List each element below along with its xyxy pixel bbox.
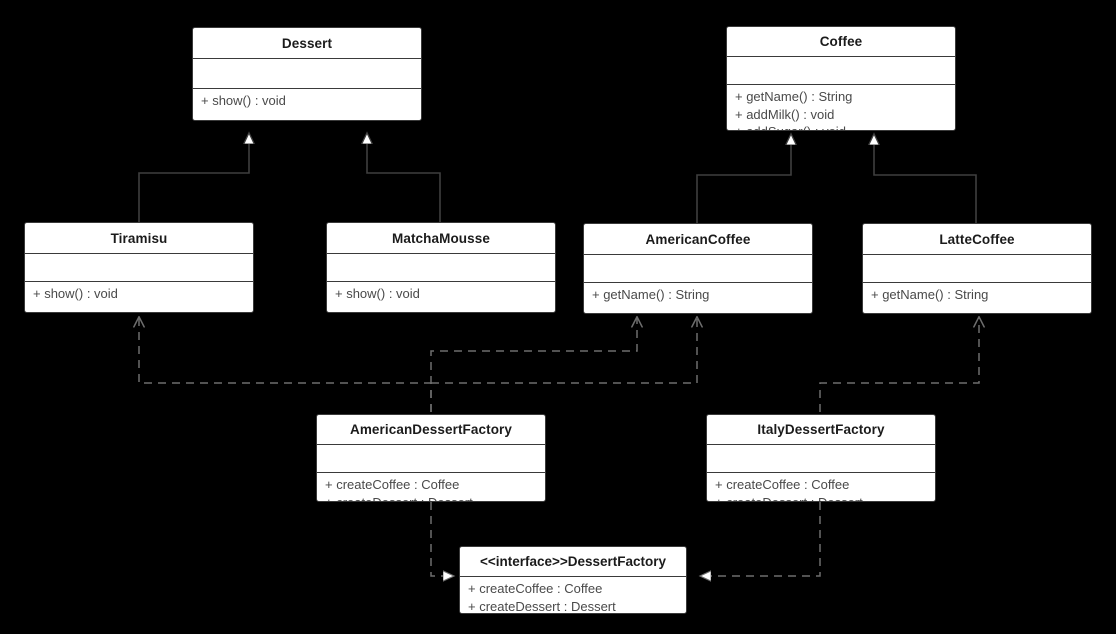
class-attributes-americancoffee xyxy=(584,254,812,282)
operation-item: + createCoffee : Coffee xyxy=(715,477,850,492)
edge-americancoffee-to-coffee xyxy=(696,134,791,223)
class-operations-italydessertfactory: + createCoffee : Coffee + createDessert … xyxy=(707,472,935,502)
class-operations-americandessertfactory: + createCoffee : Coffee + createDessert … xyxy=(317,472,545,502)
operation-item: + show() : void xyxy=(201,93,286,108)
class-name-lattecoffee: LatteCoffee xyxy=(939,231,1015,247)
operation-item: + getName() : String xyxy=(592,287,710,302)
operation-item: + addMilk() : void xyxy=(735,106,835,122)
operation-item: + getName() : String xyxy=(871,287,989,302)
operation-item: + addSugar() : void xyxy=(735,123,955,130)
class-box-matchamousse[interactable]: MatchaMousse + show() : void xyxy=(326,222,556,313)
class-box-italydessertfactory[interactable]: ItalyDessertFactory + createCoffee : Cof… xyxy=(706,414,936,502)
edge-italyfactory-to-americancoffee xyxy=(819,317,979,412)
class-attributes-dessert xyxy=(193,58,421,88)
class-operations-lattecoffee: + getName() : String xyxy=(863,282,1091,313)
class-box-lattecoffee[interactable]: LatteCoffee + getName() : String xyxy=(862,223,1092,314)
class-operations-tiramisu: + show() : void xyxy=(25,281,253,312)
class-operations-coffee: + getName() : String + addMilk() : void … xyxy=(727,84,955,130)
generalization-edges xyxy=(138,133,977,223)
operation-item: + createDessert : Dessert xyxy=(715,494,863,502)
operation-item: + createCoffee : Coffee xyxy=(468,581,603,596)
class-attributes-tiramisu xyxy=(25,253,253,281)
class-box-dessertfactory-interface[interactable]: <<interface>>DessertFactory + createCoff… xyxy=(459,546,687,614)
operation-item: + createDessert : Dessert xyxy=(468,598,616,614)
class-operations-dessertfactory: + createCoffee : Coffee + createDessert … xyxy=(460,576,686,614)
class-attributes-lattecoffee xyxy=(863,254,1091,282)
operation-item: + getName() : String xyxy=(735,89,853,104)
class-name-dessert: Dessert xyxy=(281,35,333,51)
class-name-italydessertfactory: ItalyDessertFactory xyxy=(757,422,885,437)
class-box-americancoffee[interactable]: AmericanCoffee + getName() : String xyxy=(583,223,813,314)
dependency-edges xyxy=(139,317,979,412)
edge-italyfactory-to-dessertfactory xyxy=(700,502,821,576)
class-operations-matchamousse: + show() : void xyxy=(327,281,555,312)
edge-lattecoffee-to-coffee xyxy=(874,134,977,223)
class-box-dessert[interactable]: Dessert + show() : void xyxy=(192,27,422,121)
class-name-coffee: Coffee xyxy=(819,34,863,49)
class-operations-americancoffee: + getName() : String xyxy=(584,282,812,313)
class-name-americancoffee: AmericanCoffee xyxy=(645,231,751,247)
edge-americanfactory-to-tiramisu xyxy=(139,317,432,412)
operation-item: + createDessert : Dessert xyxy=(325,494,473,502)
class-box-tiramisu[interactable]: Tiramisu + show() : void xyxy=(24,222,254,313)
edge-americanfactory-to-americancoffee xyxy=(431,317,697,384)
interface-header-dessertfactory: <<interface>>DessertFactory xyxy=(479,554,667,569)
edge-americanfactory-to-dessertfactory xyxy=(430,502,454,576)
operation-item: + show() : void xyxy=(335,286,420,301)
class-attributes-matchamousse xyxy=(327,253,555,281)
class-name-matchamousse: MatchaMousse xyxy=(392,230,490,246)
operation-item: + createCoffee : Coffee xyxy=(325,477,460,492)
class-attributes-italydessertfactory xyxy=(707,444,935,472)
edge-tiramisu-to-dessert xyxy=(138,133,249,222)
class-name-tiramisu: Tiramisu xyxy=(110,230,168,246)
edge-matchamousse-to-dessert xyxy=(367,133,441,222)
class-attributes-coffee xyxy=(727,56,955,84)
class-box-americandessertfactory[interactable]: AmericanDessertFactory + createCoffee : … xyxy=(316,414,546,502)
class-operations-dessert: + show() : void xyxy=(193,88,421,120)
class-name-americandessertfactory: AmericanDessertFactory xyxy=(349,422,513,437)
class-attributes-americandessertfactory xyxy=(317,444,545,472)
edge-americanfactory-to-matchamousse xyxy=(430,317,637,412)
class-box-coffee[interactable]: Coffee + getName() : String + addMilk() … xyxy=(726,26,956,131)
operation-item: + show() : void xyxy=(33,286,118,301)
